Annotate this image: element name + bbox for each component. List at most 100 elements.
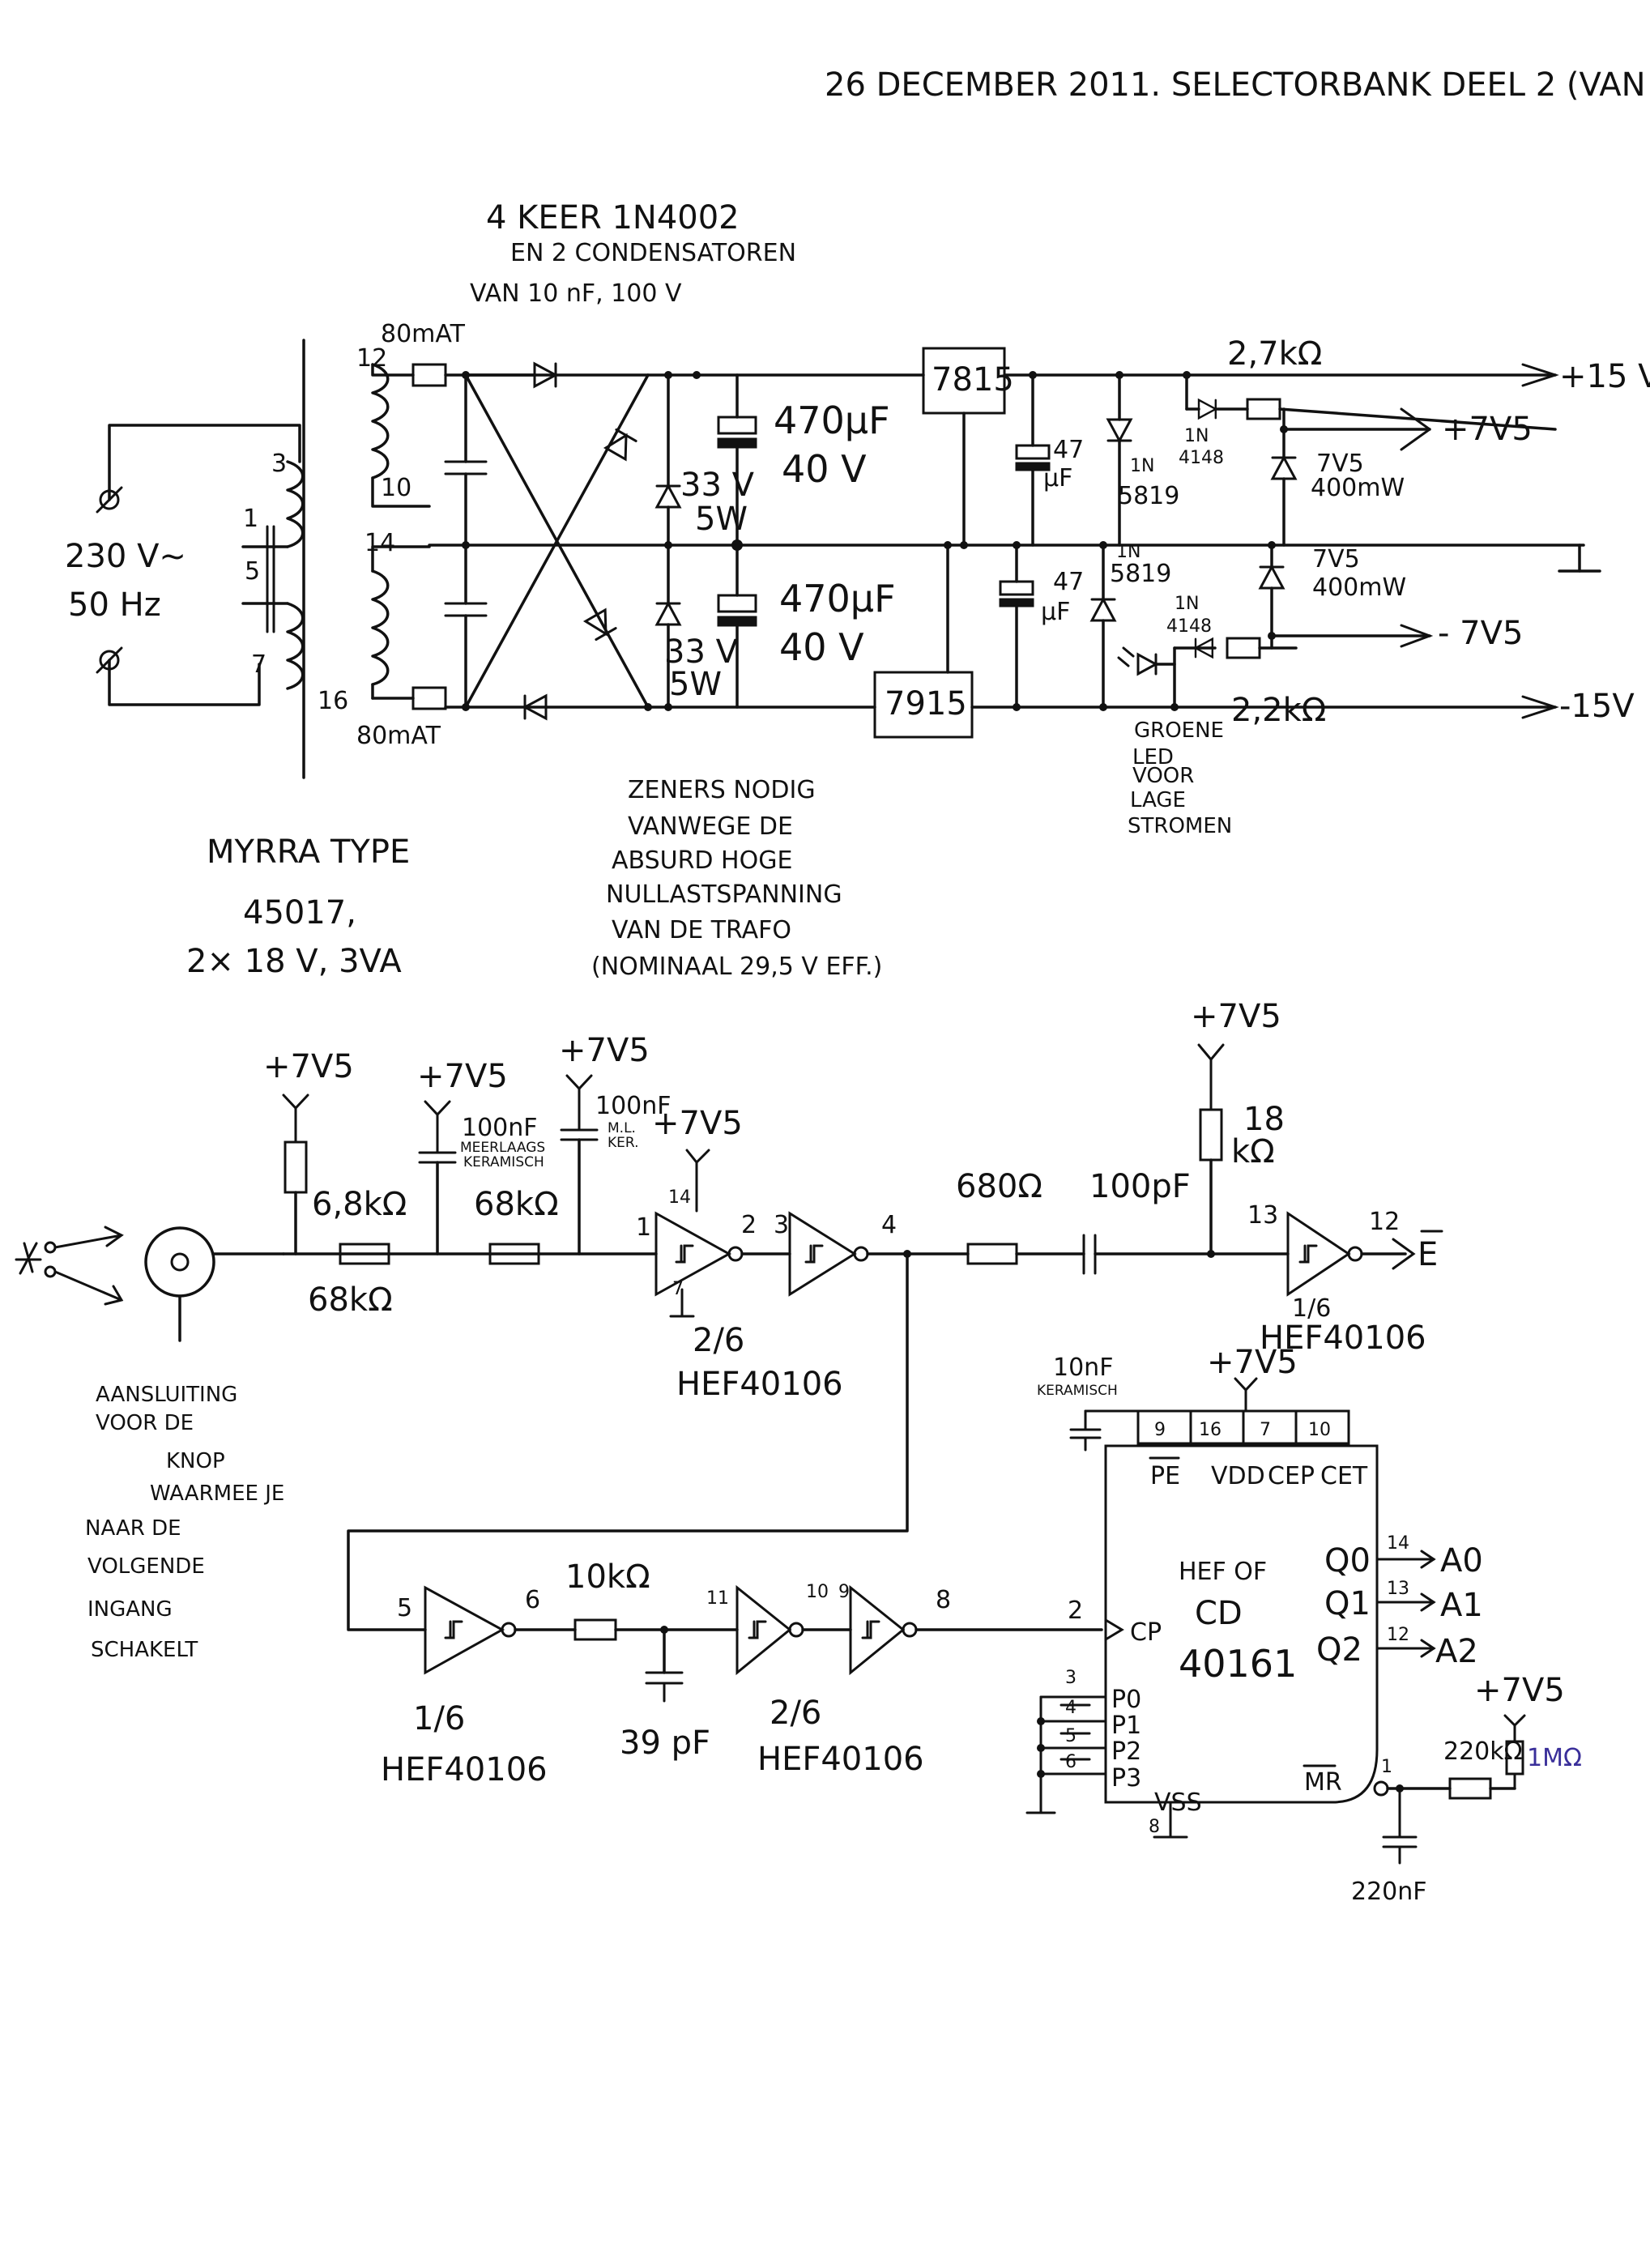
diode-4148-top-a: 1N [1184,426,1209,446]
regulator-7815: 7815 [922,347,1557,547]
output-e: E [1418,1236,1438,1273]
gate-b-name: HEF40106 [1260,1319,1426,1357]
secondary-pin-14: 14 [365,529,395,557]
transformer-note: MYRRA TYPE 45017, 2× 18 V, 3VA [186,833,410,980]
zener-note-5: VAN DE TRAFO [612,916,791,944]
cap-100nf-b-sub2: KER. [608,1135,639,1151]
transformer: 3 1 5 7 12 10 14 16 [241,339,431,779]
vcc-7: +7V5 [1474,1672,1565,1709]
cap-100nf-b-sub1: M.L. [608,1120,636,1136]
gate6-pin-9: 9 [838,1582,850,1602]
zener-top-power: 5W [695,501,748,538]
output-plus-15v: +15 V [1559,358,1650,395]
cap-220nf-label: 220nF [1351,1878,1427,1906]
diode-1n5819-top: 1N 5819 [1106,373,1179,547]
chip-pin-7: 7 [1260,1420,1271,1440]
res-68k-a-label: 68kΩ [308,1281,393,1319]
led-note-5: STROMEN [1128,814,1232,838]
chip-mr: MR [1304,1768,1342,1797]
trafo-pin-3: 3 [271,450,287,478]
output-a1: A1 [1440,1587,1483,1624]
mains-terminal-bottom [99,650,120,671]
negative-7v5-branch: 7V5 400mW 1N 4148 2,2kΩ [1117,544,1431,729]
green-led [1117,646,1159,676]
regulator-7915-label: 7915 [885,685,967,723]
schmitt-inverter-1: 14 7 1 2 [636,1149,757,1318]
schmitt-inverter-3: 13 12 E 1/6 HEF40106 [1247,1201,1443,1357]
zener-bottom-power: 5W [669,666,722,703]
vcc-4: +7V5 [652,1105,743,1142]
cap-39pf: 39 pF [620,1628,710,1762]
led-note-1: GROENE [1134,718,1224,743]
chip-pin-16: 16 [1199,1420,1222,1440]
vcc-1: +7V5 [263,1048,354,1085]
chip-pin-2: 2 [1068,1597,1083,1625]
cap47-bottom-b: µF [1041,598,1070,626]
zener-bottom-voltage: 33 V [664,633,739,671]
resistor-2k7-label: 2,7kΩ [1227,335,1322,373]
connector-note-6: VOLGENDE [87,1554,205,1579]
pullup-18k: +7V5 18 kΩ [1191,998,1285,1256]
gate-d-count: 2/6 [770,1695,821,1732]
cap-39pf-label: 39 pF [620,1724,710,1762]
gate2-pin-4: 4 [881,1211,897,1239]
regulator-7815-label: 7815 [932,361,1014,399]
gate-d-name: HEF40106 [757,1741,924,1778]
schmitt-inverter-4: 5 6 1/6 HEF40106 [381,1585,548,1788]
mains-input: 230 V~ 50 Hz [65,424,301,706]
chip-q2: Q2 [1316,1631,1362,1669]
capacitor-470uf-bottom: 470µF 40 V [717,544,896,709]
gate1-pin-2: 2 [741,1211,757,1239]
trafo-note-3: 2× 18 V, 3VA [186,943,402,980]
trafo-pin-1: 1 [243,505,258,533]
psu-junctions [462,371,1288,711]
connector-socket-inner [170,1252,190,1272]
zener-note-4: NULLASTSPANNING [606,880,842,909]
chip-pin-3: 3 [1065,1668,1077,1688]
diode-4148-top-b: 4148 [1179,448,1224,468]
connector-note-4: WAARMEE JE [150,1481,284,1506]
gate4-pin-6: 6 [525,1586,540,1614]
chip-name-3: 40161 [1179,1642,1297,1686]
chip-p0: P0 [1111,1686,1141,1714]
gate1-pin-1: 1 [636,1213,651,1242]
zener-33v-top: 33 V 5W [655,373,755,547]
mains-terminal-top [99,489,120,510]
chip-vdd: VDD [1211,1462,1265,1490]
regulator-7915: 7915 [873,544,1557,739]
vcc-6: +7V5 [1207,1344,1298,1381]
zener7-bottom-b: 400mW [1312,573,1406,602]
zener-note-6: (NOMINAAL 29,5 V EFF.) [591,953,882,981]
gate-b-count: 1/6 [1292,1294,1331,1323]
rectifier-note-line3: VAN 10 nF, 100 V [470,279,682,308]
counter-40161: 2 CP 9 16 7 10 PE VDD CEP CET +7V5 10nF … [1025,1344,1483,1839]
cap-100nf-a-label: 100nF [462,1114,538,1142]
diode-5819-top-a: 1N [1130,456,1154,476]
zener7-bottom-a: 7V5 [1312,545,1360,573]
res-68k-second: 68kΩ [474,1186,559,1265]
connector-note-3: KNOP [166,1449,225,1473]
trafo-note-1: MYRRA TYPE [207,833,410,871]
res-220k [1448,1777,1492,1800]
vcc-3: +7V5 [559,1032,650,1069]
schmitt-inverter-2: 3 4 [774,1211,897,1297]
cap-10nf-sub: KERAMISCH [1037,1383,1118,1399]
res-680 [966,1243,1018,1265]
snubber-capacitors [444,373,488,709]
zener7-top-a: 7V5 [1316,450,1364,478]
secondary-pin-16: 16 [318,687,348,715]
trafo-pin-5: 5 [245,557,260,586]
chip-pin-12: 12 [1387,1625,1409,1645]
zener-note-1: ZENERS NODIG [628,776,816,804]
rectifier-note-line2: EN 2 CONDENSATOREN [510,239,796,267]
res-68k-b-label: 68kΩ [474,1186,559,1223]
chip-p1: P1 [1111,1712,1141,1740]
reset-network: 220kΩ +7V5 1MΩ 220nF [1351,1672,1582,1906]
led-note: GROENE LED VOOR LAGE STROMEN [1128,718,1232,838]
connector-note-1: AANSLUITING [96,1383,237,1407]
page-title: 26 DECEMBER 2011. SELECTORBANK DEEL 2 (V… [825,66,1650,104]
gate3-pin-13: 13 [1247,1201,1278,1230]
chip-pin-9: 9 [1154,1420,1166,1440]
output-a0: A0 [1440,1542,1483,1580]
gate4-pin-5: 5 [397,1594,412,1622]
